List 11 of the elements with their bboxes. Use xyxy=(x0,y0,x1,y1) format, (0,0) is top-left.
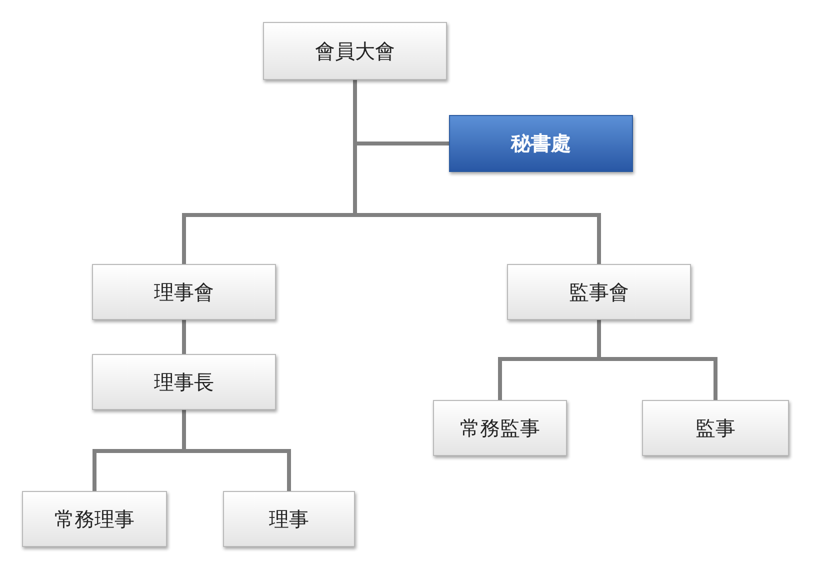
connector-line xyxy=(353,80,601,264)
org-box: 理事會 xyxy=(92,264,276,320)
connector-line xyxy=(182,320,186,354)
org-box: 監事 xyxy=(642,400,789,456)
org-box: 監事會 xyxy=(507,264,691,320)
org-box: 常務監事 xyxy=(433,400,567,456)
org-box: 理事 xyxy=(223,491,355,547)
org-box: 會員大會 xyxy=(263,22,447,80)
org-box: 理事長 xyxy=(92,354,276,410)
org-box: 秘書處 xyxy=(449,115,633,172)
org-box: 常務理事 xyxy=(22,491,167,547)
